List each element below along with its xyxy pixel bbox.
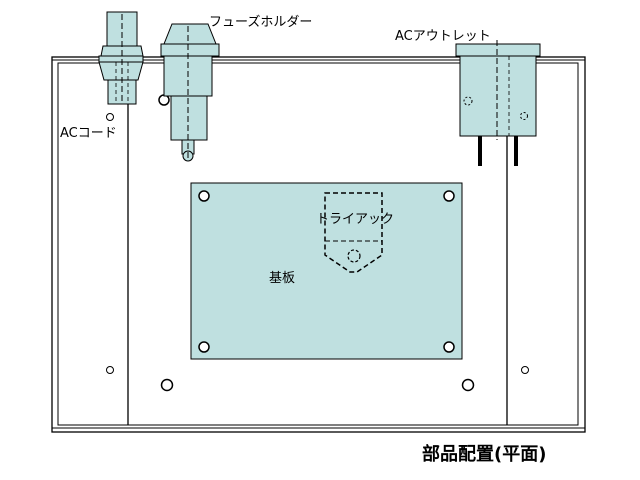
ac-outlet-screw-hole: [520, 112, 528, 120]
mounting-hole: [106, 113, 114, 121]
board-hole: [443, 341, 455, 353]
ac-cord-label: ACコード: [60, 126, 117, 141]
board-label: 基板: [269, 271, 295, 286]
ac-cord-bushing-ring: [98, 55, 144, 63]
board-panel: [190, 182, 463, 360]
circuit-board: [190, 182, 463, 360]
fuse-holder-barrel: [170, 95, 208, 141]
mounting-hole: [160, 378, 174, 392]
mounting-hole: [461, 378, 475, 392]
ac-outlet-body: [459, 55, 537, 137]
ac-outlet: [455, 40, 541, 166]
triac-label: トライアック: [316, 212, 394, 227]
chassis-inner-frame: [57, 62, 579, 426]
ac-outlet-pin: [514, 136, 518, 166]
ac-cord-bushing-lower: [98, 61, 144, 81]
ac-outlet-screw-hole: [463, 96, 473, 106]
mounting-hole: [106, 366, 114, 374]
board-hole: [198, 341, 210, 353]
board-hole: [198, 190, 210, 202]
fuse-holder-flange: [160, 43, 220, 57]
fuse-holder: [160, 23, 220, 162]
fuse-holder-label: フューズホルダー: [209, 14, 312, 30]
triac: [324, 192, 383, 273]
ac-outlet-flange: [455, 43, 541, 57]
mounting-holes: [106, 94, 529, 392]
ac-outlet-label: ACアウトレット: [395, 29, 491, 44]
triac-mount-hole: [347, 249, 361, 263]
mounting-hole: [521, 366, 529, 374]
ac-cord: [98, 11, 144, 105]
triac-outline: [324, 192, 383, 273]
board-hole: [443, 190, 455, 202]
ac-outlet-pin: [478, 136, 482, 166]
diagram-caption: 部品配置(平面): [422, 443, 546, 465]
